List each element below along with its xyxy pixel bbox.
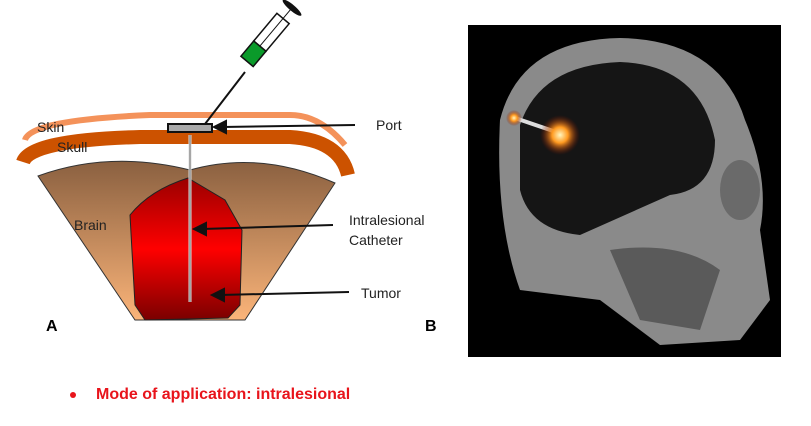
syringe-icon [204,0,302,125]
bullet-text: Mode of application: intralesional [96,386,351,403]
panel-label-b: B [425,318,437,335]
bullet-icon [70,391,76,398]
label-catheter-line2: Catheter [349,232,403,248]
port [167,123,213,133]
label-tumor: Tumor [361,285,401,301]
skull-layer [16,130,355,178]
label-port: Port [376,117,402,133]
label-brain: Brain [74,217,107,233]
skin-layer [22,112,348,147]
bullet-point: Mode of application: intralesional [70,386,350,404]
tumor-shape [129,177,243,321]
panel-label-a: A [46,318,58,335]
pointer-arrows [191,119,356,303]
ct-head-image [468,25,781,357]
label-catheter-line1: Intralesional [349,212,425,228]
label-skin: Skin [37,119,65,135]
label-skull: Skull [57,139,88,155]
